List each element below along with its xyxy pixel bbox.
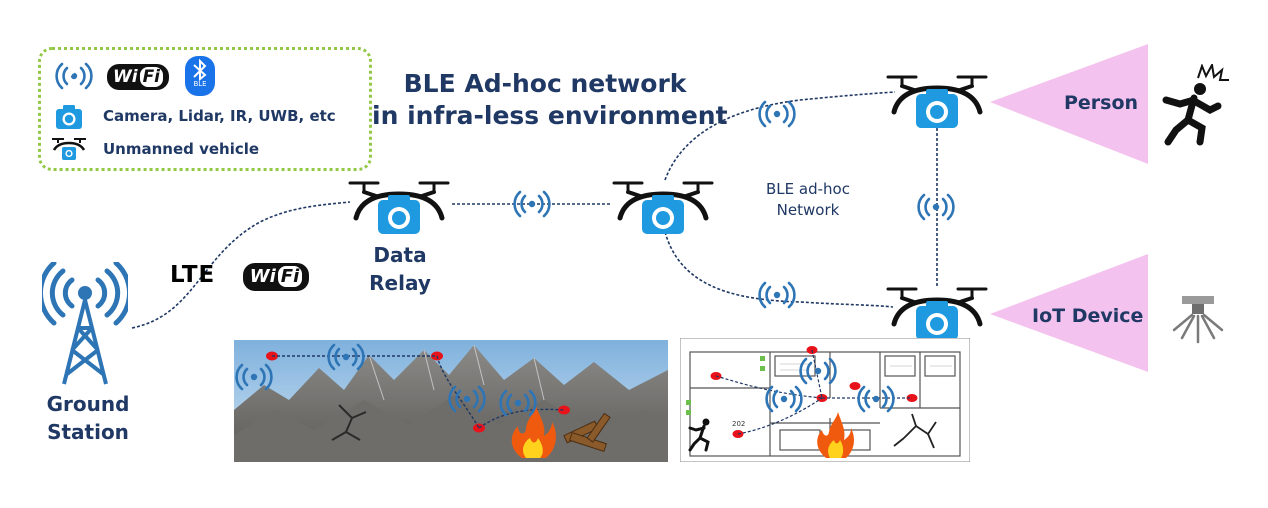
signal-icon-vertical bbox=[917, 193, 955, 221]
signal-icon-relay-hub bbox=[513, 190, 551, 218]
ble-network-line2: Network bbox=[776, 201, 840, 219]
drone-iot bbox=[886, 284, 988, 344]
iot-device-label: IoT Device bbox=[1032, 305, 1144, 327]
lte-label: LTE bbox=[170, 262, 216, 288]
legend-sensors: Camera, Lidar, IR, UWB, etc bbox=[103, 107, 336, 125]
ground-station-line2: Station bbox=[47, 420, 129, 444]
data-relay-line1: Data bbox=[373, 243, 427, 267]
signal-icon-hub-person bbox=[758, 100, 796, 128]
wifi-badge-wi: Wi bbox=[112, 67, 138, 87]
falling-person-icon bbox=[1162, 64, 1229, 146]
link-ground-to-relay bbox=[131, 201, 351, 329]
sensing-cone-person bbox=[990, 44, 1148, 164]
drone-icon bbox=[52, 138, 86, 160]
ble-network-label: BLE ad-hoc Network bbox=[752, 179, 864, 221]
signal-icon-hub-iot bbox=[758, 281, 796, 309]
drone-person bbox=[886, 72, 988, 132]
ble-badge-label: BLE bbox=[193, 80, 207, 88]
legend-box bbox=[38, 47, 372, 171]
legend-vehicle: Unmanned vehicle bbox=[103, 140, 260, 158]
link-hub-to-drone-person bbox=[664, 91, 896, 181]
title-line2: in infra-less environment bbox=[372, 101, 728, 130]
ble-network-line1: BLE ad-hoc bbox=[766, 180, 850, 198]
radio-tower-icon bbox=[42, 262, 128, 385]
data-relay-label: Data Relay bbox=[360, 241, 440, 297]
uplink-wifi-wi: Wi bbox=[249, 266, 276, 287]
title-line1: BLE Ad-hoc network bbox=[403, 69, 687, 98]
sprinkler-icon bbox=[1172, 296, 1224, 344]
wireless-signal-icon bbox=[55, 62, 93, 90]
drone-data-relay bbox=[348, 178, 450, 238]
floor-plan-room-number: 202 bbox=[732, 420, 745, 428]
data-relay-line2: Relay bbox=[369, 271, 431, 295]
sensing-cone-iot bbox=[990, 254, 1148, 372]
camera-icon bbox=[56, 105, 82, 129]
mountain-scene-image bbox=[234, 340, 668, 462]
drone-hub bbox=[612, 178, 714, 238]
wifi-badge-fi: Fi bbox=[139, 67, 164, 87]
page-title: BLE Ad-hoc network in infra-less environ… bbox=[372, 68, 728, 132]
ground-station-line1: Ground bbox=[46, 392, 130, 416]
uplink-wifi-fi: Fi bbox=[277, 266, 303, 287]
floor-plan-image: 202 bbox=[680, 338, 970, 462]
person-label: Person bbox=[1064, 92, 1139, 114]
bluetooth-icon bbox=[185, 56, 215, 96]
ground-station-label: Ground Station bbox=[30, 390, 146, 446]
